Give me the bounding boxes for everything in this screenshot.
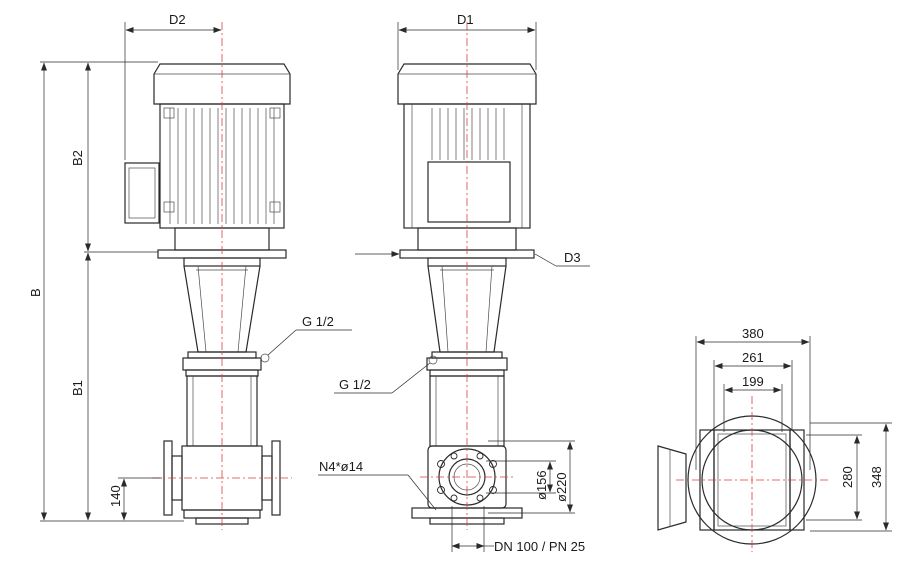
side-view-dimensions: D2 B B2 B1 140 G 1/2 [28,12,352,522]
side-view [124,22,292,530]
dim-348-label: 348 [869,466,884,488]
cooling-fins-front [431,108,505,160]
dim-d2-label: D2 [169,12,186,27]
front-view-dimensions: D1 D3 G 1/2 N4*ø14 ø156 ø220 DN 100 / PN… [318,12,590,554]
dim-140-label: 140 [108,485,123,507]
dim-199-label: 199 [742,374,764,389]
plan-view-dimensions: 380 261 199 280 348 [695,326,892,532]
dim-d3-label: D3 [564,250,581,265]
terminal-box-front [427,161,511,223]
dia156-label: ø156 [534,470,549,500]
dn-pn-label: DN 100 / PN 25 [494,539,585,554]
g12-left-label: G 1/2 [302,314,334,329]
front-view [397,22,537,530]
dim-d1-label: D1 [457,12,474,27]
dim-b1-label: B1 [70,380,85,396]
dim-b-label: B [28,288,43,297]
dim-280-label: 280 [840,466,855,488]
dia220-label: ø220 [554,472,569,502]
dim-b2-label: B2 [70,150,85,166]
terminal-box [124,162,160,224]
dim-380-label: 380 [742,326,764,341]
plan-view [657,396,828,552]
bolt-holes [437,452,497,502]
dim-261-label: 261 [742,350,764,365]
cooling-fins [169,108,275,224]
n4-label: N4*ø14 [319,459,363,474]
g12-mid-label: G 1/2 [339,377,371,392]
